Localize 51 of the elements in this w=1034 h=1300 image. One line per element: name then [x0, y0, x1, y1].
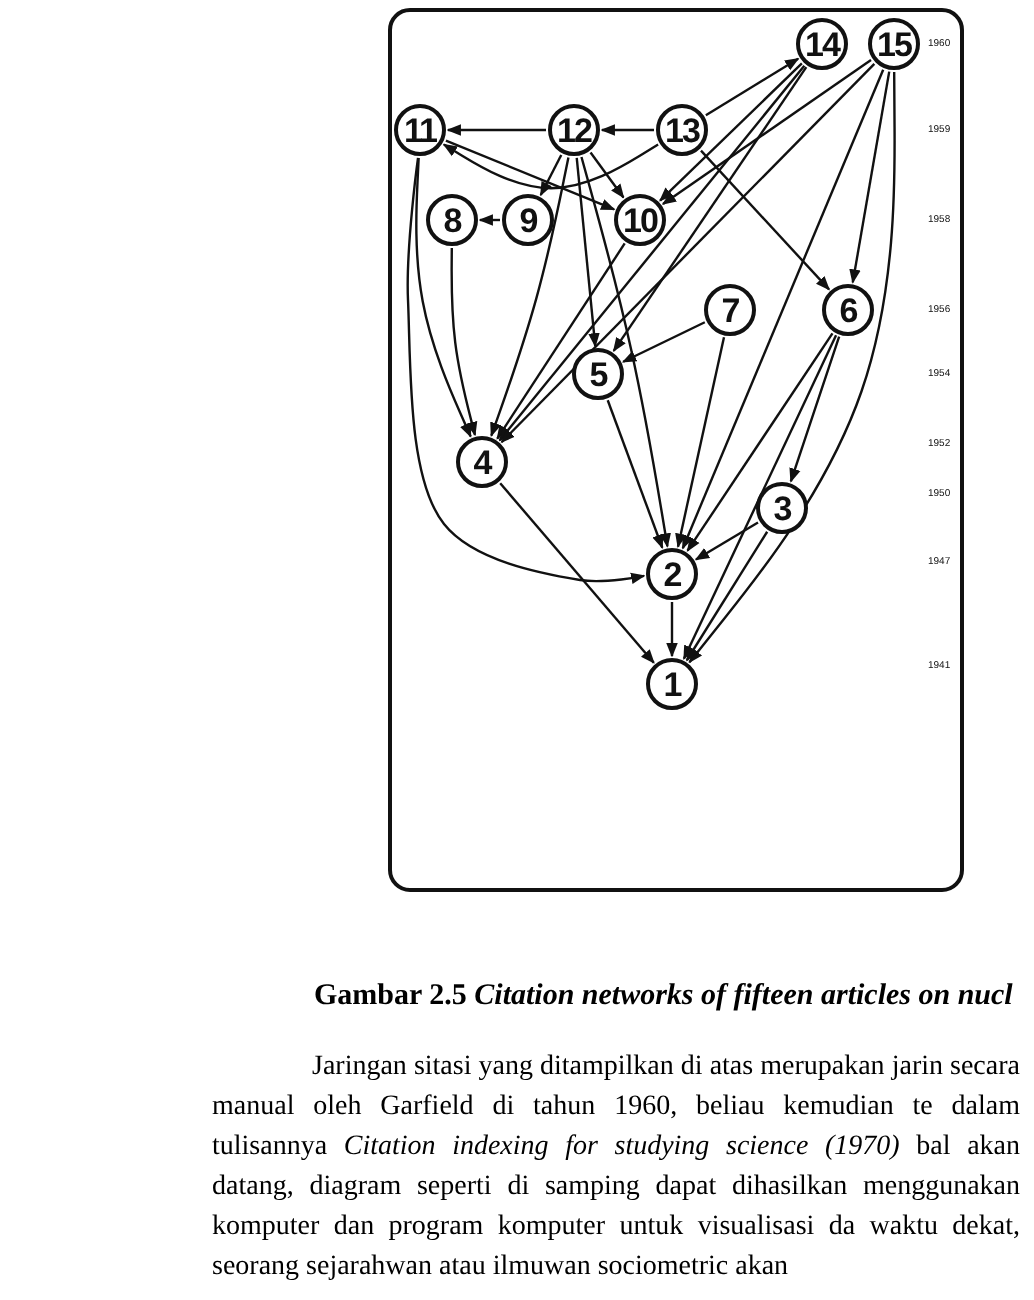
circle-node: 15	[868, 18, 920, 70]
arrow	[686, 332, 834, 552]
arrow	[415, 157, 472, 438]
circle-node: 6	[822, 284, 874, 336]
circle-node: 7	[704, 284, 756, 336]
arrow	[681, 69, 885, 550]
arrow	[675, 337, 726, 549]
arrow	[700, 149, 830, 291]
arrow	[666, 602, 678, 658]
arrow	[539, 154, 563, 197]
arrow	[849, 71, 891, 284]
circle-node: 2	[646, 548, 698, 600]
circle-node: 14	[796, 18, 848, 70]
arrow	[621, 321, 706, 363]
arrow	[682, 334, 838, 660]
arrow	[450, 248, 478, 437]
paragraph: Jaringan sitasi yang ditampilkan di atas merupakan jarin secara manual oleh Garfield di tahun 1960, beliau kemudian te dalam tulisannya Citation indexing for studying science (1970) bal akan datang, diagram seperti di samping dapat dihasilkan menggunakan komputer dan program komputer untuk visualisasi da waktu dekat, seorang sejarahwan atau ilmuwan sociometric akan	[212, 1050, 1020, 1286]
figure-caption: Gambar 2.5 Citation networks of fifteen articles on nucl	[314, 980, 1013, 1014]
circle-node: 1	[646, 658, 698, 710]
arrow	[685, 531, 769, 662]
circle-node: 3	[756, 482, 808, 534]
arrow	[445, 139, 616, 211]
circle-node: 10	[614, 194, 666, 246]
arrow	[612, 66, 808, 353]
arrow	[606, 399, 664, 550]
circle-node: 4	[456, 436, 508, 488]
arrow	[490, 157, 570, 437]
circle-node: 8	[426, 194, 478, 246]
circle-node: 11	[394, 104, 446, 156]
circle-node: 13	[656, 104, 708, 156]
arrow	[500, 63, 876, 444]
arrow	[789, 336, 841, 483]
arrow	[705, 57, 800, 117]
circle-node: 12	[548, 104, 600, 156]
arrow	[580, 156, 671, 548]
arrow	[694, 521, 759, 561]
arrow	[406, 157, 646, 585]
arrow	[661, 58, 872, 206]
arrow	[442, 143, 659, 190]
arrow	[496, 242, 626, 440]
arrow	[688, 72, 896, 664]
arrow	[478, 214, 500, 226]
arrow	[600, 124, 654, 136]
arrow	[589, 151, 625, 199]
arrow	[575, 157, 600, 348]
arrow	[499, 482, 655, 664]
arrow	[498, 64, 806, 442]
circle-node: 5	[572, 348, 624, 400]
circle-node: 9	[502, 194, 554, 246]
arrow	[659, 62, 803, 202]
arrow	[446, 124, 546, 136]
